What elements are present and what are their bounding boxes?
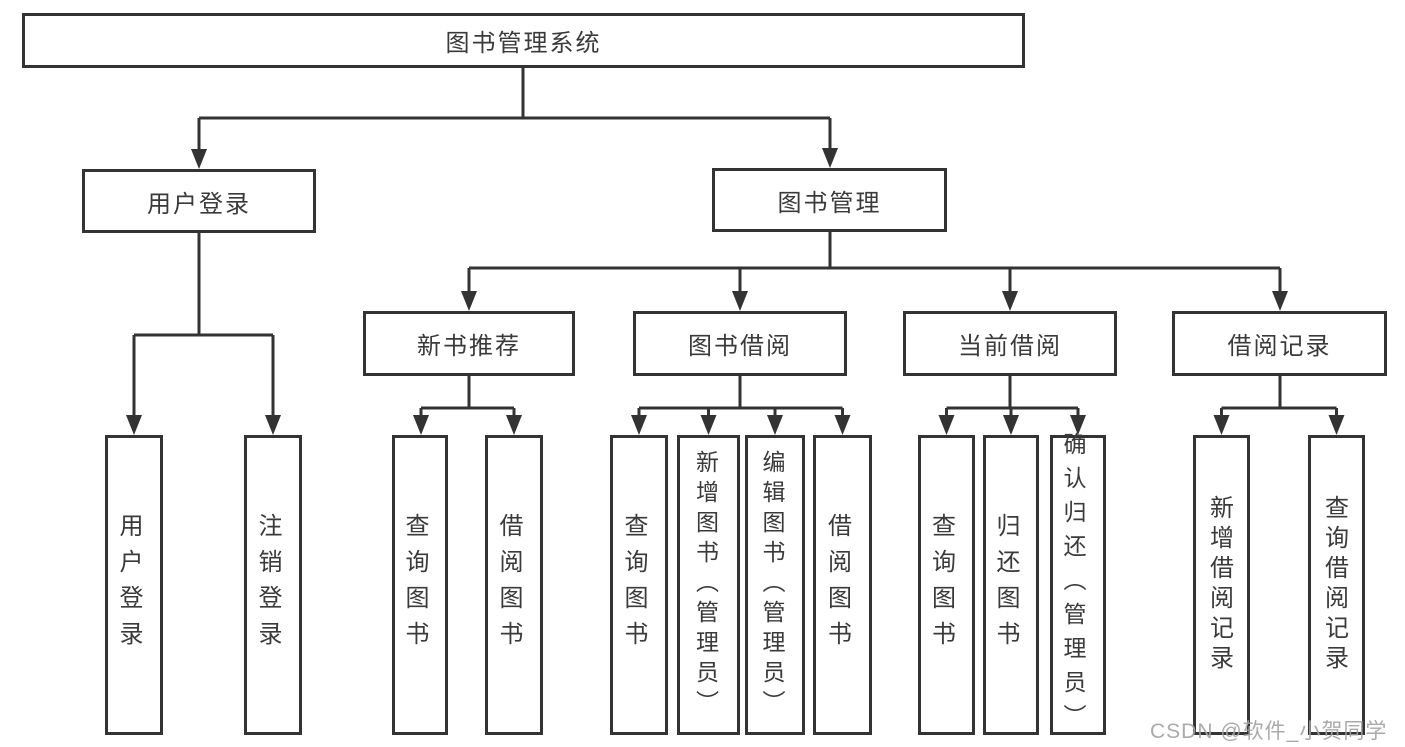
node-label: 借阅图书	[495, 513, 522, 657]
node-label: 用户登录	[147, 190, 251, 218]
node-label: 图书借阅	[688, 333, 792, 360]
leaf-edit-book-admin: 编辑图书（管理员）	[745, 435, 805, 735]
node-borrow-records: 借阅记录	[1172, 311, 1387, 376]
node-book-management: 图书管理	[712, 168, 947, 232]
leaf-return-book: 归还图书	[983, 435, 1039, 735]
leaf-add-book-admin: 新增图书（管理员）	[677, 435, 740, 735]
node-new-book-recommend: 新书推荐	[363, 311, 575, 376]
node-label: 借阅记录	[1227, 333, 1332, 360]
watermark: CSDN @软件_小贺同学	[1150, 720, 1388, 743]
node-label: 新增图书（管理员）	[692, 450, 719, 720]
leaf-add-borrow-record: 新增借阅记录	[1193, 435, 1250, 735]
leaf-confirm-return-admin: 确认归还（管理员）	[1050, 432, 1106, 738]
node-label: 查询图书	[927, 513, 955, 657]
node-label: 查询图书	[620, 513, 647, 657]
node-label: 查询图书	[401, 513, 428, 657]
leaf-borrow-book-recommend: 借阅图书	[485, 435, 543, 735]
node-label: 确认归还（管理员）	[1060, 432, 1086, 738]
node-label: 编辑图书（管理员）	[759, 450, 785, 720]
node-user-login: 用户登录	[82, 169, 316, 233]
node-label: 图书管理	[777, 189, 882, 217]
leaf-query-borrow-record: 查询借阅记录	[1308, 435, 1365, 735]
leaf-query-book-current: 查询图书	[918, 435, 975, 735]
node-label: 图书管理系统	[445, 30, 602, 57]
node-library-management-system: 图书管理系统	[22, 13, 1025, 68]
node-label: 用户登录	[115, 513, 142, 657]
node-label: 归还图书	[992, 513, 1019, 657]
leaf-query-book-recommend: 查询图书	[392, 435, 448, 735]
leaf-query-book-borrow: 查询图书	[610, 435, 668, 735]
leaf-logout: 注销登录	[244, 435, 302, 735]
node-label: 注销登录	[254, 513, 281, 657]
node-book-borrow: 图书借阅	[633, 311, 847, 376]
node-current-borrow: 当前借阅	[903, 311, 1117, 376]
node-label: 当前借阅	[958, 333, 1062, 360]
node-label: 新增借阅记录	[1205, 495, 1233, 675]
node-label: 借阅图书	[823, 513, 851, 657]
node-label: 新书推荐	[417, 333, 521, 360]
leaf-user-login: 用户登录	[105, 435, 163, 735]
node-label: 查询借阅记录	[1320, 495, 1348, 675]
leaf-borrow-book: 借阅图书	[813, 435, 872, 735]
